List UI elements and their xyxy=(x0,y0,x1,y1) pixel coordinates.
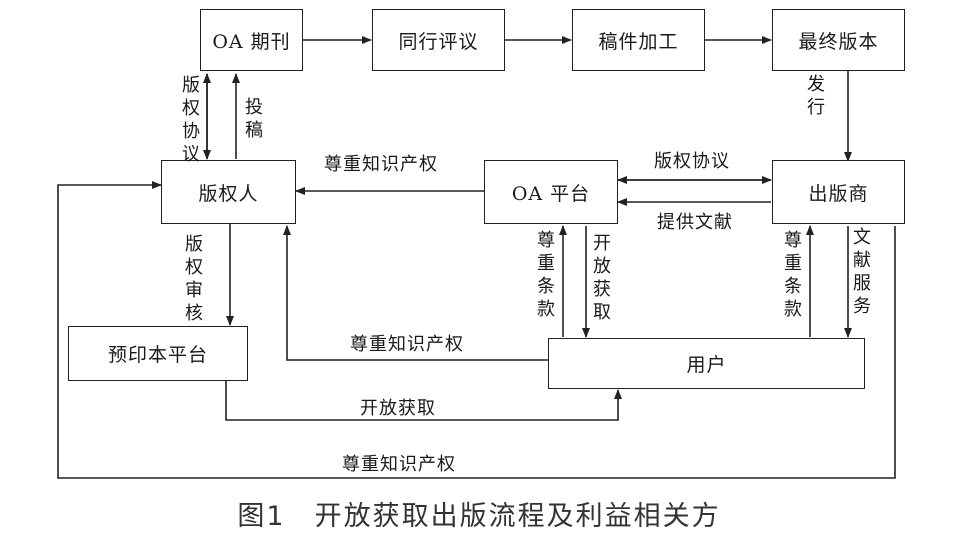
oa-journal-label: OA 期刊 xyxy=(212,30,291,53)
publisher-label: 出版商 xyxy=(808,182,869,205)
copyright-agreement-mid-label: 版权协议 xyxy=(654,151,730,172)
respect-terms-oa-label: 尊重条款 xyxy=(537,230,555,320)
respect-ip-top-label: 尊重知识产权 xyxy=(324,154,438,175)
user-box: 用户 xyxy=(548,338,865,389)
open-access-oa-label: 开放获取 xyxy=(593,233,611,323)
oa-platform-box: OA 平台 xyxy=(484,160,618,224)
peer-review-label: 同行评议 xyxy=(398,30,479,53)
publish-label: 发行 xyxy=(807,74,825,118)
oa-journal-box: OA 期刊 xyxy=(200,9,303,71)
oa-platform-label: OA 平台 xyxy=(511,182,591,205)
copyright-holder-label: 版权人 xyxy=(198,182,259,205)
respect-ip-outer-label: 尊重知识产权 xyxy=(342,454,456,475)
preprint-platform-box: 预印本平台 xyxy=(68,326,248,381)
provide-literature-label: 提供文献 xyxy=(657,212,733,233)
respect-ip-user-label: 尊重知识产权 xyxy=(350,334,464,355)
copyright-holder-box: 版权人 xyxy=(161,160,296,224)
arrow-user-to-holder xyxy=(283,225,548,361)
arrow-preprint-to-user xyxy=(225,381,622,421)
respect-terms-pub-label: 尊重条款 xyxy=(784,230,802,320)
publisher-box: 出版商 xyxy=(772,160,905,224)
copyright-agreement-left-label: 版权协议 xyxy=(182,75,200,165)
preprint-platform-label: 预印本平台 xyxy=(107,344,208,366)
submission-label: 投稿 xyxy=(245,97,263,141)
peer-review-box: 同行评议 xyxy=(372,9,505,71)
user-label: 用户 xyxy=(686,354,727,376)
final-version-label: 最终版本 xyxy=(798,30,879,53)
final-version-box: 最终版本 xyxy=(772,9,905,71)
arrow-publisher-to-holder-outer xyxy=(57,181,896,479)
open-access-bottom-label: 开放获取 xyxy=(360,398,436,419)
manuscript-processing-box: 稿件加工 xyxy=(572,9,705,71)
copyright-review-label: 版权审核 xyxy=(185,234,203,324)
manuscript-processing-label: 稿件加工 xyxy=(598,30,679,53)
literature-service-label: 文献服务 xyxy=(853,227,871,317)
figure-caption: 图1 开放获取出版流程及利益相关方 xyxy=(237,501,721,532)
